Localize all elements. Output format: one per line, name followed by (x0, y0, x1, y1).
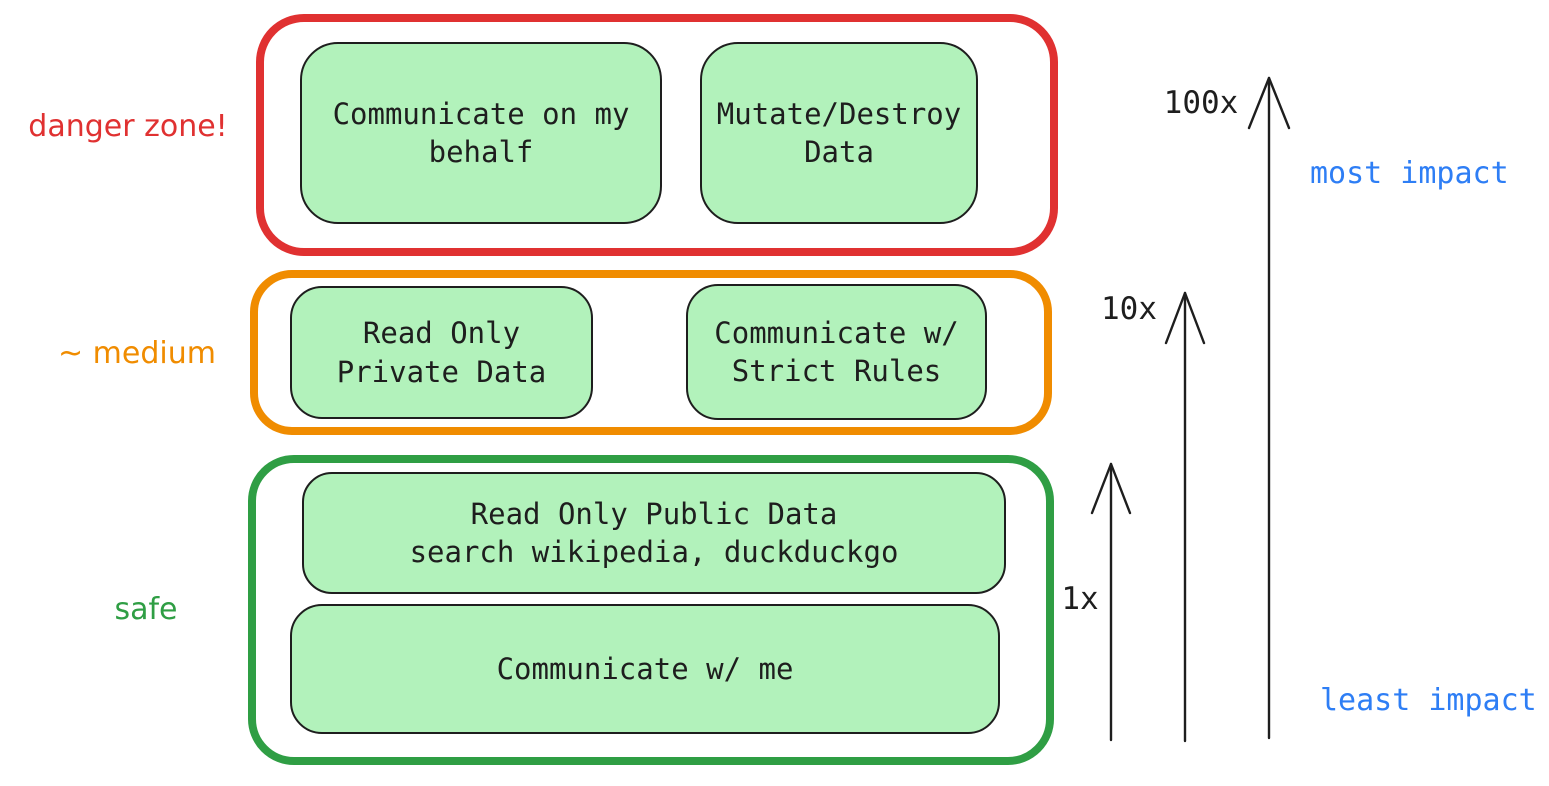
impact-arrow-100x (1247, 76, 1291, 740)
impact-scale-label-1x: 1x (1061, 581, 1099, 617)
zone-medium (250, 270, 1052, 435)
capability-box-mutate-destroy-data: Mutate/Destroy Data (700, 42, 978, 224)
capability-box-read-only-public-data: Read Only Public Data search wikipedia, … (302, 472, 1006, 594)
capability-box-communicate-with-me: Communicate w/ me (290, 604, 1000, 734)
zone-label-danger: danger zone! (28, 109, 228, 144)
impact-scale-label-10x: 10x (1101, 291, 1157, 327)
impact-scale-label-100x: 100x (1163, 85, 1239, 121)
zone-safe (248, 455, 1054, 765)
impact-arrow-10x (1164, 291, 1206, 743)
capability-box-communicate-on-my-behalf: Communicate on my behalf (300, 42, 662, 224)
most-impact-label: most impact (1310, 156, 1509, 191)
zone-label-safe: safe (114, 592, 178, 627)
capability-box-communicate-strict-rules: Communicate w/ Strict Rules (686, 284, 987, 420)
zone-label-medium: ~ medium (58, 336, 216, 371)
least-impact-label: least impact (1320, 683, 1537, 718)
zone-danger (256, 14, 1058, 256)
capability-box-read-only-private-data: Read Only Private Data (290, 286, 593, 419)
